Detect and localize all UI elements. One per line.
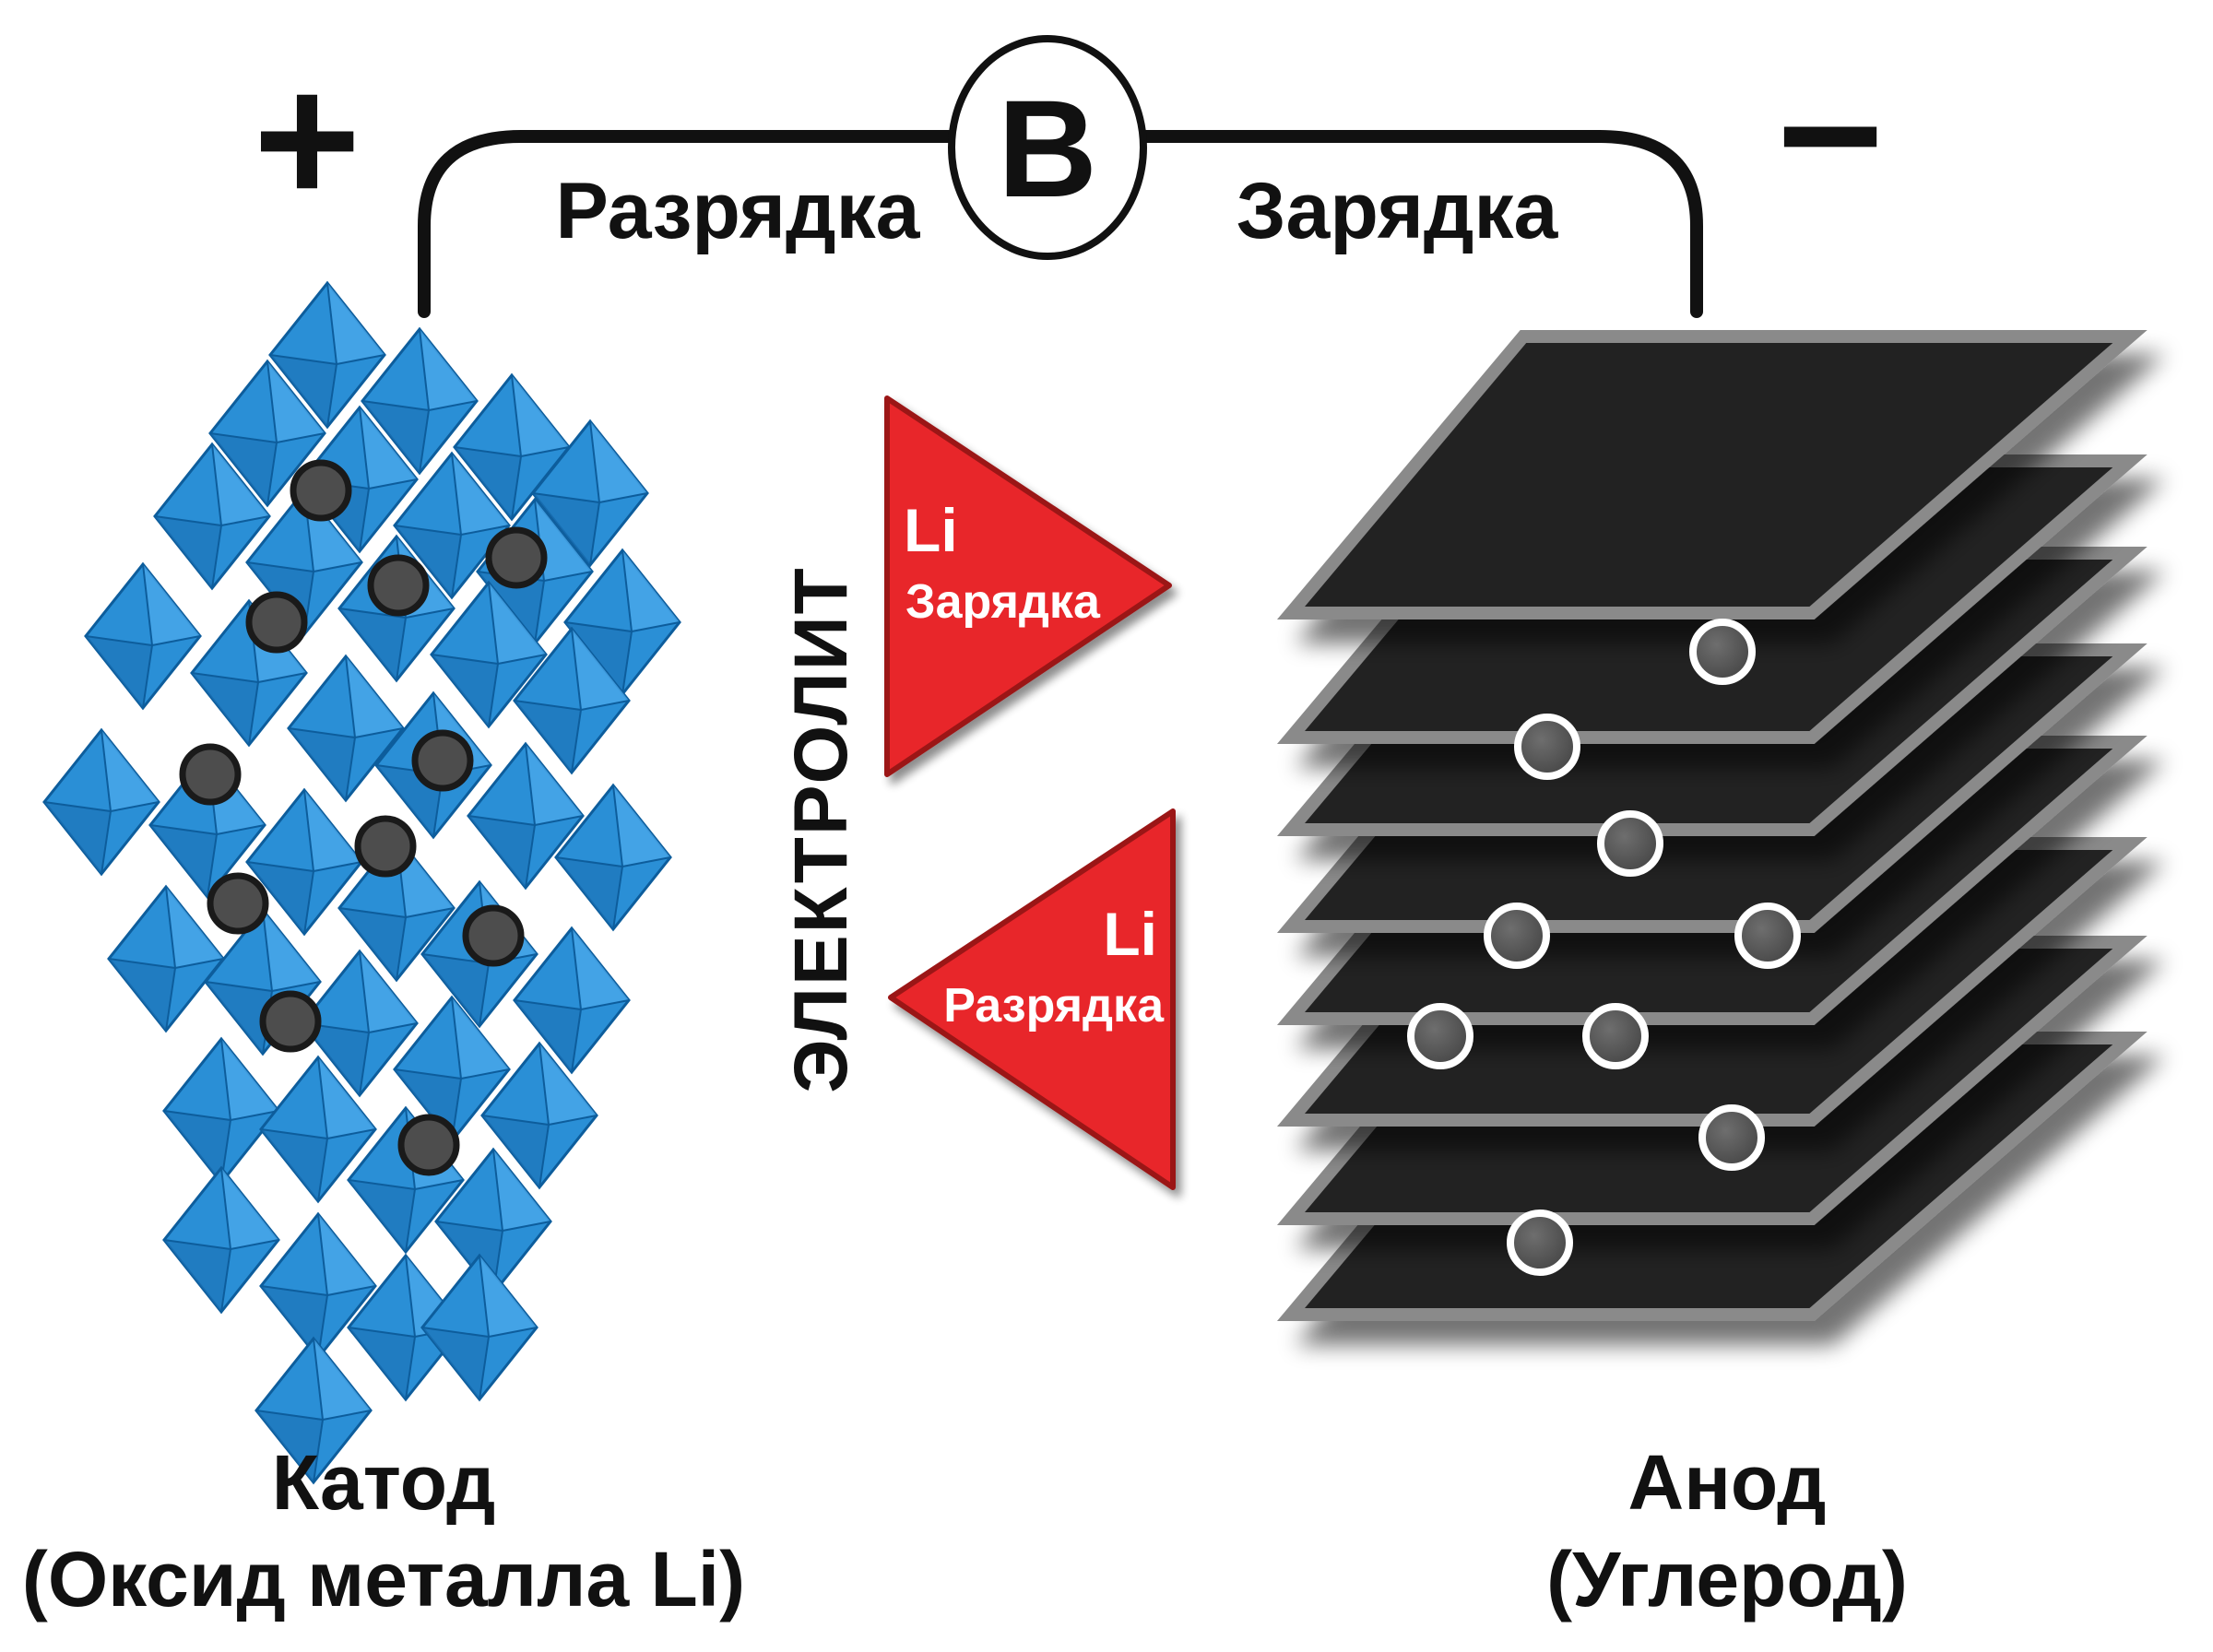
octahedron — [259, 1055, 377, 1204]
octahedron — [254, 1336, 373, 1485]
positive-terminal-sign: + — [254, 37, 361, 242]
discharge-arrow-text: Разрядка — [943, 979, 1165, 1032]
octahedron — [84, 561, 202, 711]
octahedron — [107, 884, 225, 1033]
lithium-ion — [354, 815, 417, 878]
cathode-lithium-ions — [179, 459, 548, 1176]
octahedron — [153, 442, 271, 591]
negative-terminal-sign: − — [1777, 32, 1885, 238]
octahedron — [513, 926, 631, 1075]
voltmeter-circle — [948, 35, 1147, 260]
anode-graphite-stack — [1276, 330, 2148, 1321]
lithium-ion — [462, 904, 525, 967]
graphite-sheet — [1276, 330, 2148, 620]
cathode-lattice — [42, 280, 681, 1485]
lithium-ion — [367, 554, 430, 617]
external-circuit: В Разрядка Зарядка + − — [254, 32, 1885, 318]
cathode-title: Катод — [272, 1439, 496, 1526]
discharge-arrow: Li Разрядка — [888, 808, 1176, 1190]
lithium-ion — [1514, 714, 1580, 780]
circuit-wire-right — [1139, 130, 1703, 318]
lithium-ion — [397, 1114, 460, 1176]
octahedron — [287, 654, 405, 803]
anode-caption: Анод (Углерод) — [1546, 1439, 1908, 1622]
charge-arrow-text: Зарядка — [905, 575, 1101, 629]
charge-wire-label: Зарядка — [1237, 167, 1559, 255]
lithium-ion — [1582, 1003, 1649, 1069]
octahedron — [430, 580, 548, 729]
lithium-ion — [1484, 903, 1550, 969]
octahedron — [259, 1211, 377, 1361]
lithium-ion — [290, 459, 352, 522]
discharge-arrow-ion: Li — [1103, 900, 1157, 968]
octahedron — [42, 727, 160, 877]
octahedron — [245, 787, 363, 937]
charge-arrow-shape — [884, 395, 1172, 777]
lithium-ion — [1734, 903, 1801, 969]
octahedron — [361, 326, 479, 476]
lithium-ion — [485, 526, 548, 589]
electrolyte-label: ЭЛЕКТРОЛИТ — [779, 566, 863, 1093]
octahedron — [268, 280, 386, 430]
lithium-ion — [1507, 1210, 1573, 1276]
lithium-ion — [179, 743, 242, 806]
cathode-caption: Катод (Оксид металла Li) — [22, 1439, 745, 1622]
circuit-wire-left — [418, 130, 956, 318]
octahedron — [162, 1036, 280, 1186]
discharge-wire-label: Разрядка — [556, 167, 921, 255]
anode-title: Анод — [1628, 1439, 1827, 1526]
lithium-ion — [411, 729, 474, 792]
lithium-ion — [259, 990, 322, 1053]
octahedron — [513, 626, 631, 775]
lithium-ion — [1597, 810, 1663, 877]
octahedron — [531, 419, 649, 568]
lithium-ion — [1407, 1003, 1473, 1069]
lithium-ion — [1698, 1104, 1765, 1171]
octahedron — [480, 1041, 598, 1190]
anode-subtitle: (Углерод) — [1546, 1536, 1908, 1622]
octahedron — [467, 741, 585, 891]
electrolyte-region: ЭЛЕКТРОЛИТ Li Зарядка Li Разрядка — [779, 395, 1176, 1190]
discharge-arrow-shape — [888, 808, 1176, 1190]
octahedron — [208, 359, 326, 508]
charge-arrow-ion: Li — [904, 496, 958, 564]
octahedron — [554, 783, 672, 932]
octahedron — [420, 1253, 538, 1402]
lithium-ion — [207, 872, 269, 935]
octahedron — [337, 833, 456, 983]
lithium-ion — [245, 591, 308, 654]
octahedron — [162, 1165, 280, 1315]
charge-arrow: Li Зарядка — [884, 395, 1172, 777]
lithium-ion — [1689, 619, 1756, 685]
octahedron — [393, 451, 511, 600]
cathode-subtitle: (Оксид металла Li) — [22, 1536, 745, 1622]
voltmeter-label: В — [998, 71, 1097, 226]
octahedron — [301, 949, 419, 1098]
